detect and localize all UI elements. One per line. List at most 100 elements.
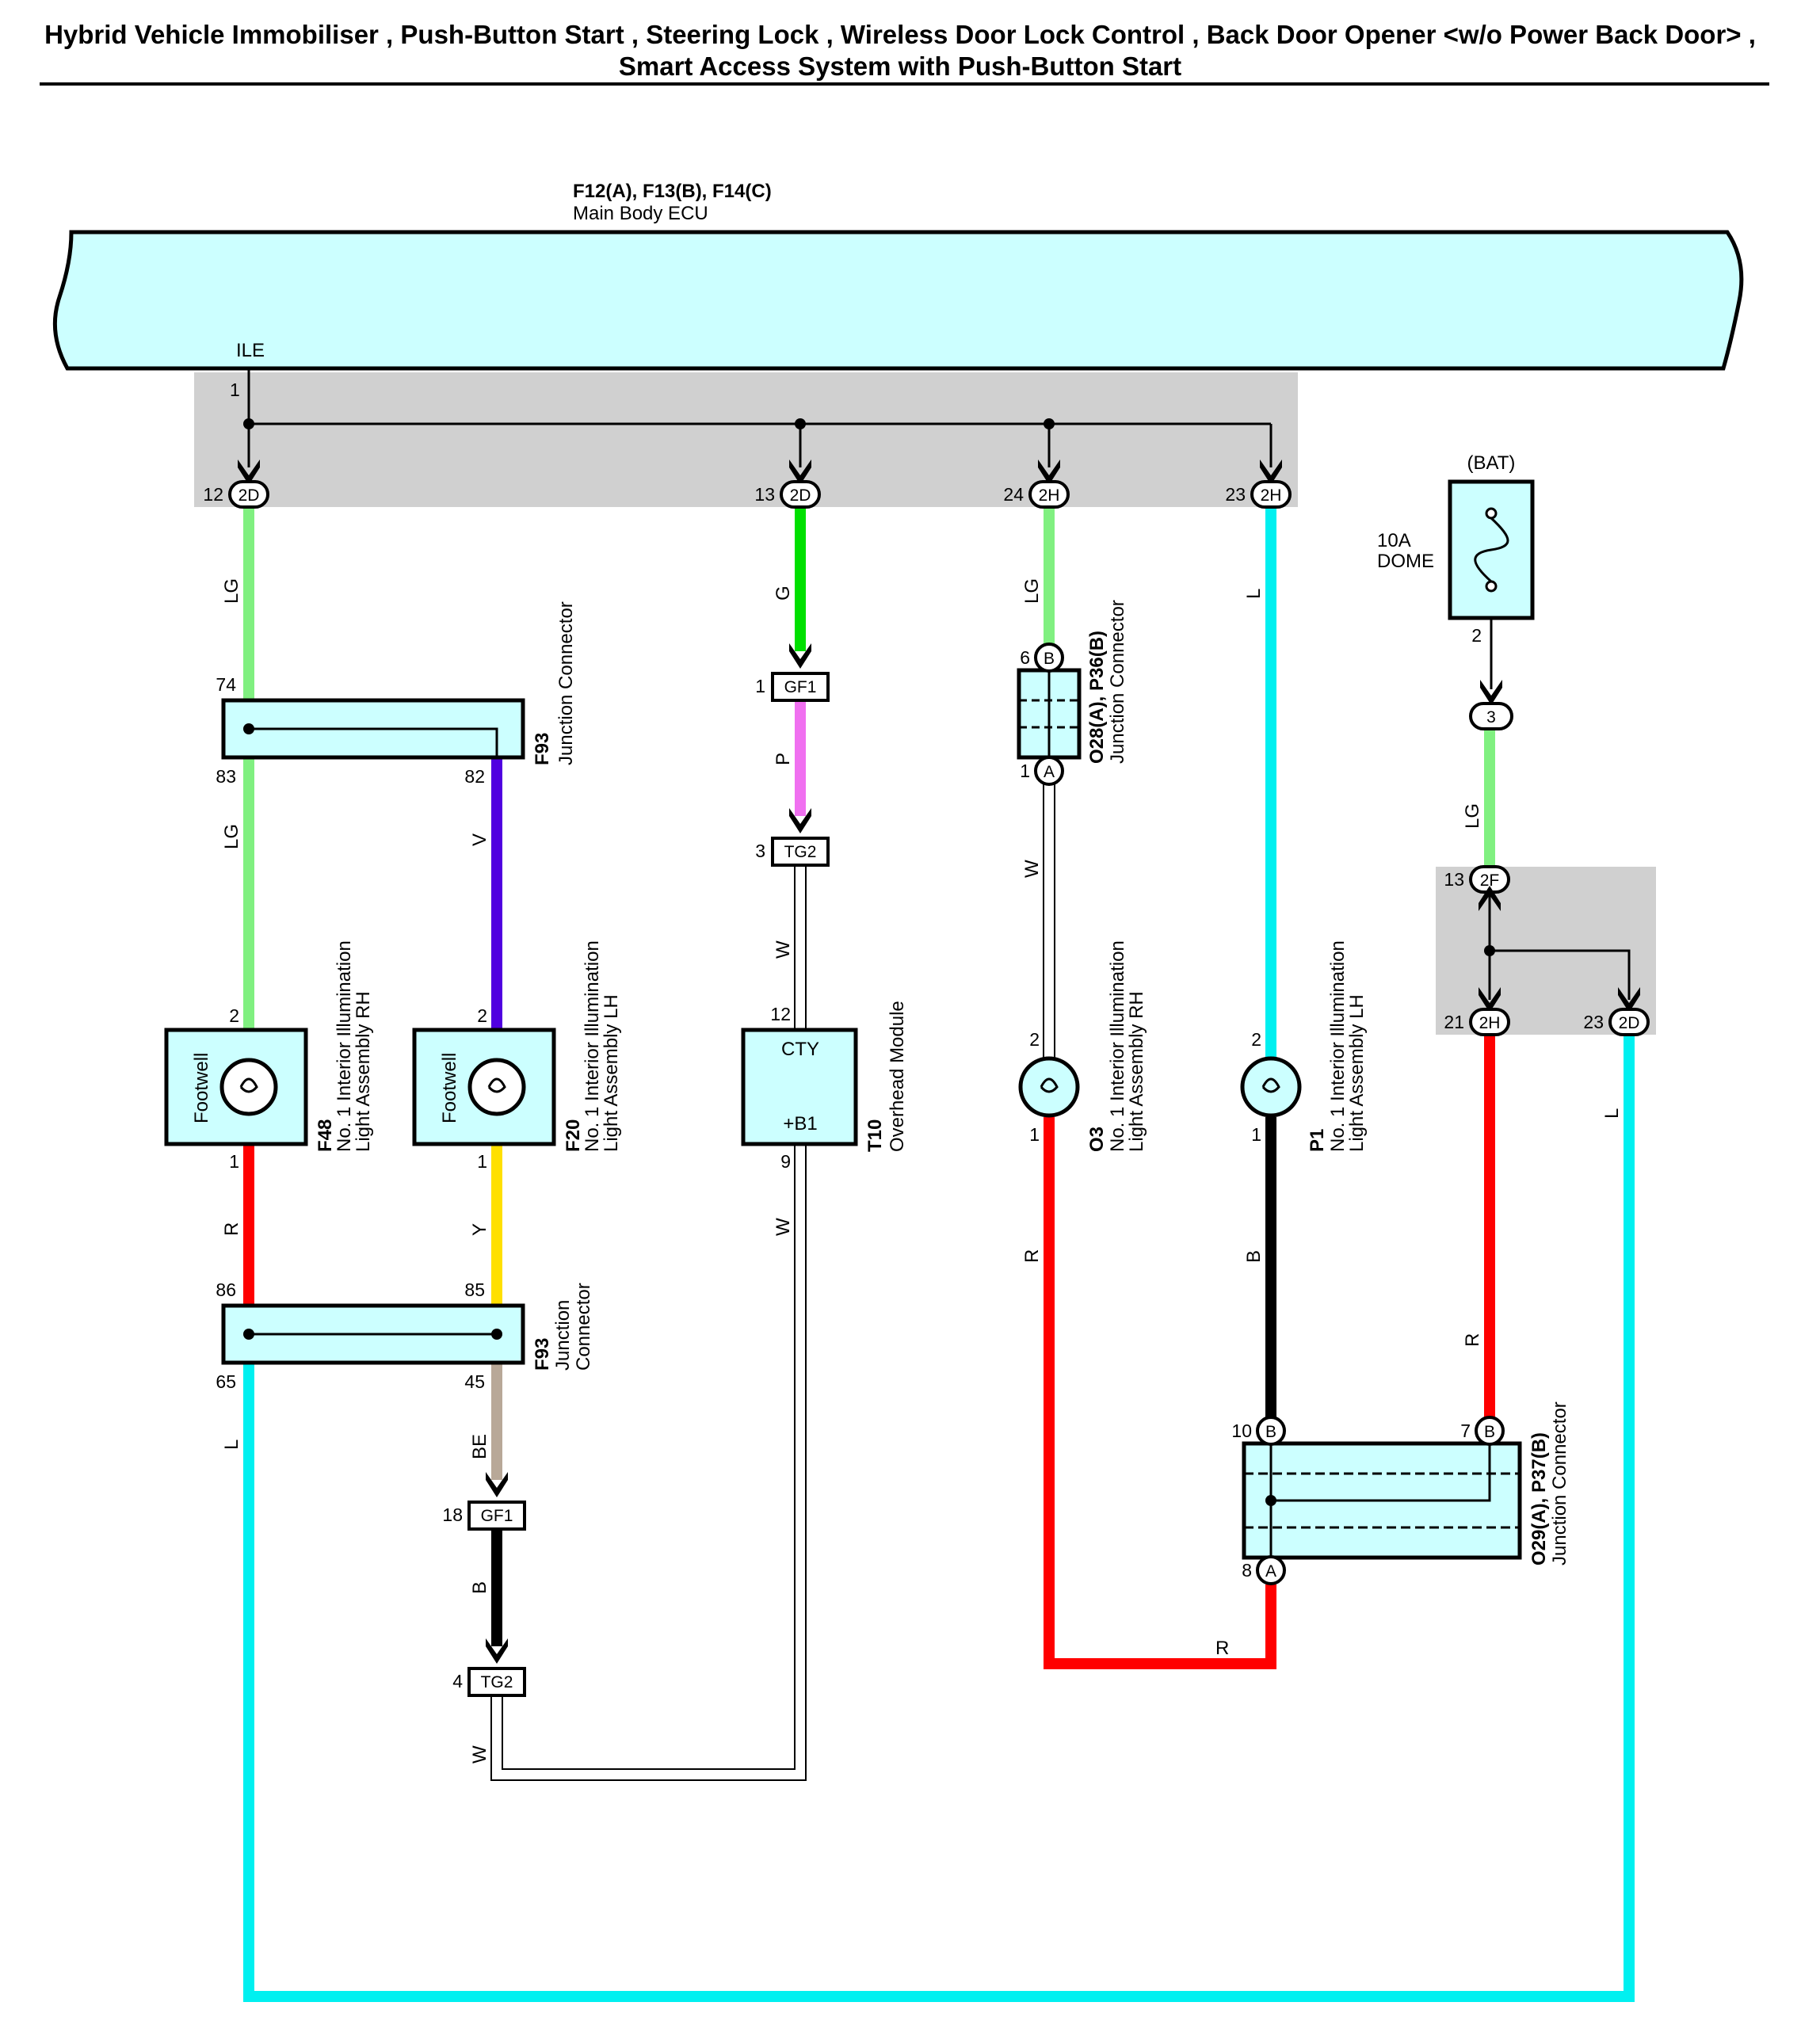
svg-text:B: B: [1265, 1423, 1276, 1441]
svg-text:O29(A), P37(B): O29(A), P37(B): [1528, 1432, 1550, 1565]
diagram-title-line2: Smart Access System with Push-Button Sta…: [619, 51, 1181, 81]
wire-code: W: [773, 1218, 794, 1236]
ecu-id: F12(A), F13(B), F14(C): [573, 181, 772, 202]
svg-text:Junction Connector: Junction Connector: [1549, 1401, 1570, 1565]
ecu-connector-13: 2D 13: [754, 480, 821, 509]
svg-text:Junction Connector: Junction Connector: [1107, 600, 1128, 764]
svg-text:45: 45: [464, 1371, 485, 1392]
svg-text:O28(A), P36(B): O28(A), P36(B): [1086, 631, 1108, 764]
svg-text:Light Assembly LH: Light Assembly LH: [1346, 994, 1368, 1152]
svg-text:Junction Connector: Junction Connector: [555, 601, 577, 765]
svg-text:Footwell: Footwell: [191, 1053, 212, 1123]
svg-text:GF1: GF1: [481, 1507, 513, 1525]
wire-code: G: [773, 585, 794, 601]
svg-text:4: 4: [452, 1671, 463, 1691]
svg-text:83: 83: [216, 766, 236, 787]
wire-code: R: [1462, 1333, 1483, 1347]
wire-code: W: [1021, 860, 1043, 878]
svg-text:8: 8: [1242, 1560, 1252, 1581]
svg-text:2: 2: [229, 1005, 239, 1026]
svg-text:(BAT): (BAT): [1467, 452, 1516, 474]
o3-light-assembly-rh: 2 1 O3 No. 1 Interior Illumination Light…: [1018, 940, 1147, 1152]
svg-text:TG2: TG2: [481, 1673, 513, 1691]
wire-code: BE: [469, 1434, 490, 1459]
svg-text:74: 74: [216, 674, 236, 695]
svg-text:10A: 10A: [1377, 530, 1411, 551]
bus-junction-dot: [795, 418, 806, 429]
svg-text:TG2: TG2: [784, 843, 817, 861]
f48-light-assembly-rh: Footwell 2 1 F48 No. 1 Interior Illumina…: [164, 940, 374, 1172]
svg-text:CTY: CTY: [781, 1039, 819, 1060]
ecu-terminal-ile: ILE: [236, 340, 265, 361]
svg-text:F20: F20: [563, 1119, 584, 1152]
main-body-ecu: F12(A), F13(B), F14(C) Main Body ECU ILE: [52, 181, 1744, 371]
wire-code-labels: LG G LG L LG V P W W LG L R Y W R B R L …: [221, 578, 1623, 1764]
svg-text:1: 1: [1029, 1124, 1040, 1145]
svg-text:2D: 2D: [1619, 1014, 1640, 1032]
svg-text:2: 2: [1029, 1029, 1040, 1050]
svg-text:Junction: Junction: [552, 1300, 574, 1371]
svg-text:A: A: [1044, 763, 1055, 781]
svg-text:2H: 2H: [1479, 1014, 1501, 1032]
svg-text:No. 1 Interior Illumination: No. 1 Interior Illumination: [1107, 940, 1128, 1152]
svg-text:Light Assembly RH: Light Assembly RH: [353, 991, 374, 1152]
ecu-internal-bus: [247, 368, 1273, 467]
wire-code: Y: [469, 1223, 490, 1236]
o29-junction-connector: B 10 B 7 A 8 O29(A), P37(B) Junction Con…: [1231, 1401, 1570, 1585]
svg-text:12: 12: [203, 484, 223, 505]
svg-text:7: 7: [1460, 1421, 1471, 1441]
svg-text:24: 24: [1003, 484, 1024, 505]
svg-text:12: 12: [770, 1004, 791, 1024]
svg-text:23: 23: [1583, 1012, 1604, 1032]
svg-text:13: 13: [1444, 869, 1464, 890]
wire-code: B: [469, 1581, 490, 1594]
wire-code: R: [1021, 1249, 1043, 1263]
svg-text:2D: 2D: [238, 486, 260, 505]
svg-text:86: 86: [216, 1279, 236, 1300]
svg-text:6: 6: [1020, 647, 1030, 668]
wire-w-o28: [1043, 784, 1055, 1058]
o28-junction-connector: B 6 A 1 O28(A), P36(B) Junction Connecto…: [1017, 600, 1128, 786]
svg-text:21: 21: [1444, 1012, 1464, 1032]
connector-tg2-bottom: TG2 4: [452, 1638, 526, 1697]
wire-code: LG: [1021, 578, 1043, 604]
svg-text:F93: F93: [532, 733, 553, 765]
svg-text:2F: 2F: [1480, 871, 1500, 890]
wire-code: LG: [221, 578, 242, 604]
wire-code: L: [1601, 1108, 1623, 1119]
svg-text:No. 1 Interior Illumination: No. 1 Interior Illumination: [334, 940, 355, 1152]
bus-junction-dot: [243, 418, 254, 429]
ecu-connector-24: 2H 24: [1003, 480, 1070, 509]
svg-text:1: 1: [229, 1151, 239, 1172]
svg-text:+B1: +B1: [783, 1113, 817, 1134]
ecu-connector-23: 2H 23: [1225, 480, 1292, 509]
svg-text:Overhead Module: Overhead Module: [887, 1001, 908, 1152]
svg-text:2H: 2H: [1039, 486, 1060, 505]
svg-text:10: 10: [1231, 1421, 1252, 1441]
svg-text:1: 1: [755, 676, 765, 696]
svg-text:1: 1: [1020, 761, 1030, 781]
wire-w-tg2: [794, 865, 807, 1030]
wire-code: V: [469, 833, 490, 846]
svg-text:1: 1: [1251, 1124, 1261, 1145]
wire-code: W: [773, 940, 794, 959]
svg-text:GF1: GF1: [784, 678, 817, 696]
ecu-pin-1: 1: [230, 379, 240, 400]
f93-junction-connector-bottom: 86 85 65 45 F93 Junction Connector: [216, 1279, 594, 1392]
ecu-name: Main Body ECU: [573, 203, 708, 224]
svg-text:9: 9: [780, 1151, 791, 1172]
svg-text:F93: F93: [532, 1338, 553, 1371]
svg-text:Footwell: Footwell: [439, 1053, 460, 1123]
svg-text:O3: O3: [1086, 1127, 1108, 1152]
wire-code: W: [469, 1745, 490, 1764]
svg-text:Light Assembly RH: Light Assembly RH: [1126, 991, 1147, 1152]
svg-text:3: 3: [1486, 708, 1496, 726]
connector-tg2-top: TG2 3: [755, 808, 830, 867]
wire-code: LG: [1462, 803, 1483, 829]
ecu-connector-12: 2D 12: [203, 480, 269, 509]
f20-light-assembly-lh: Footwell 2 1 F20 No. 1 Interior Illumina…: [412, 940, 622, 1172]
wire-code: LG: [221, 824, 242, 849]
svg-text:82: 82: [464, 766, 485, 787]
wire-code: B: [1243, 1250, 1265, 1263]
